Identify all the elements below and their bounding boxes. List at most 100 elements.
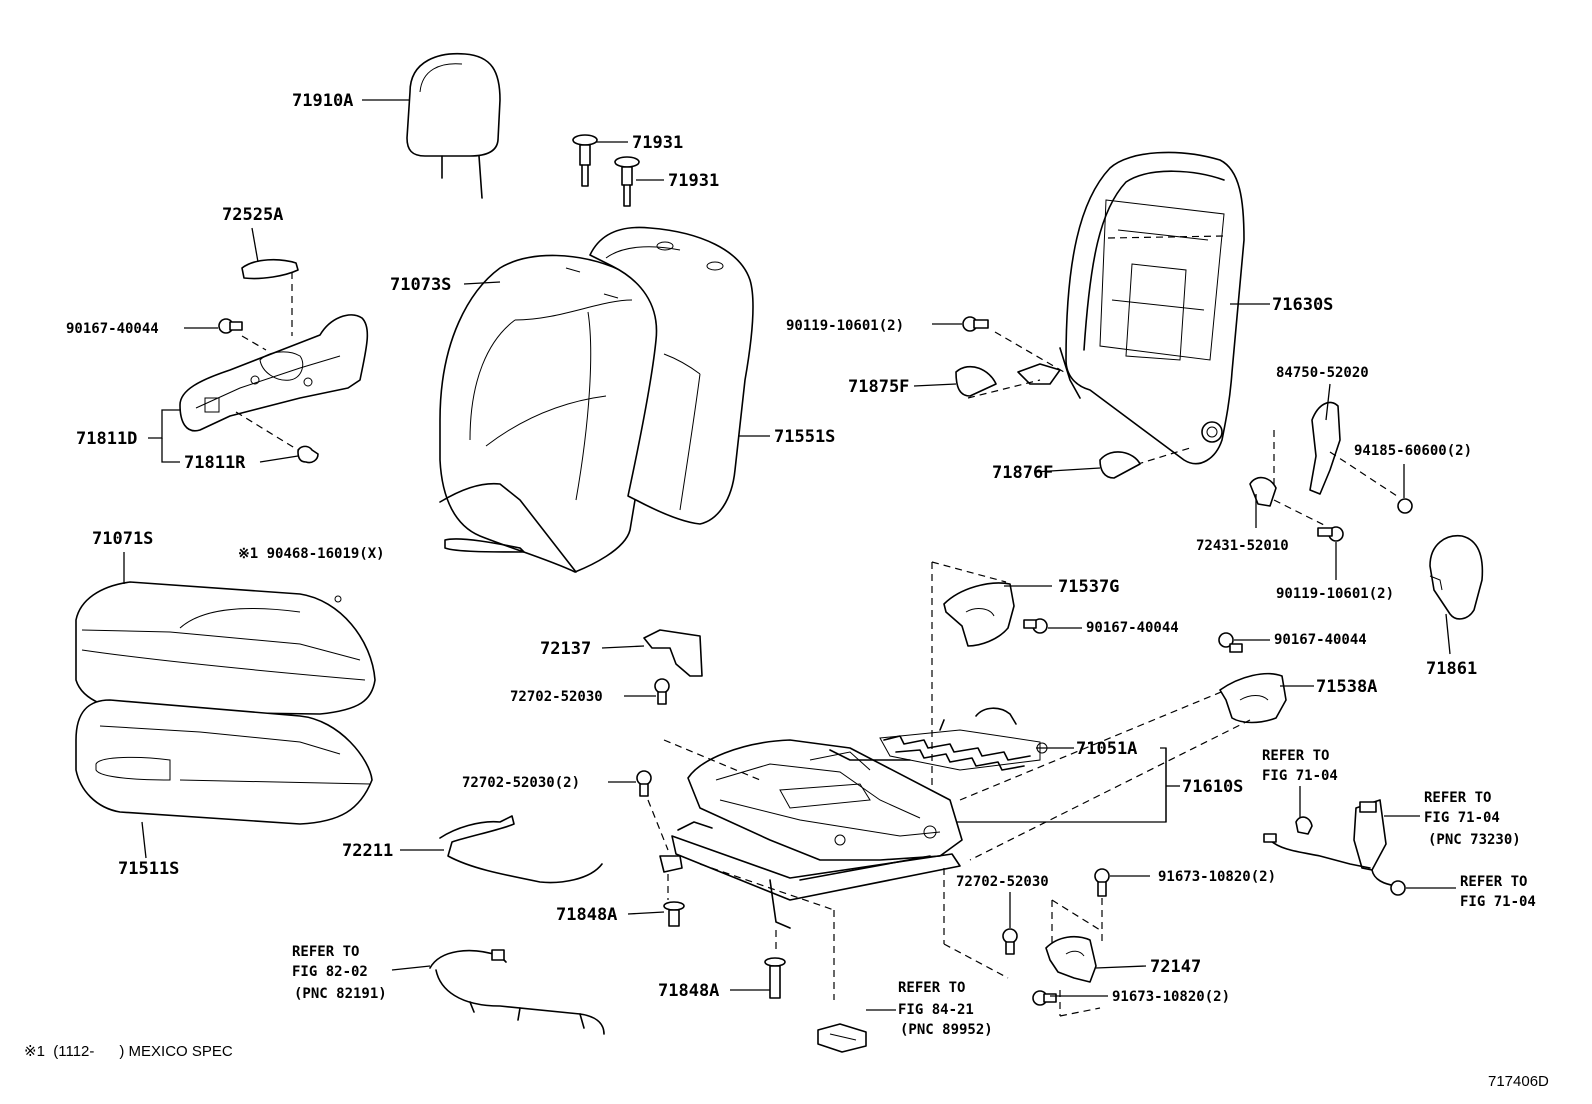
label-84750-52020: 84750-52020 (1276, 365, 1369, 381)
label-71511S: 71511S (118, 859, 179, 879)
dashed-guide (1051, 899, 1101, 931)
label-71537G: 71537G (1058, 577, 1119, 597)
bracket-72147 (1045, 935, 1097, 983)
label-72702-52030-c: 72702-52030 (956, 874, 1049, 890)
connector-89952 (817, 1023, 867, 1053)
ref-fig-71-04-b-line2: FIG 71-04 (1424, 810, 1500, 826)
label-72431-52010: 72431-52010 (1196, 538, 1289, 554)
label-71538A: 71538A (1316, 677, 1377, 697)
label-90167-40044-c: 90167-40044 (1274, 632, 1367, 648)
clip-fig-71-04-a (1295, 816, 1313, 835)
label-72702-52030-b: 72702-52030(2) (462, 775, 580, 791)
headrest-support-71931 (572, 134, 640, 207)
headrest-71910A (406, 52, 501, 199)
seat-cushion-cover-71071S (75, 581, 376, 715)
ref-fig-71-04-c-line1: REFER TO (1460, 874, 1527, 890)
ref-fig-82-02-line3: (PNC 82191) (294, 986, 387, 1002)
label-90119-10601-b: 90119-10601(2) (1276, 586, 1394, 602)
wire-72211 (439, 815, 603, 884)
label-71073S: 71073S (390, 275, 451, 295)
label-71848A-b: 71848A (658, 981, 719, 1001)
bolt-71848A-a (663, 901, 685, 927)
dashed-guide (969, 719, 1251, 861)
label-71071S: 71071S (92, 529, 153, 549)
label-90119-10601-a: 90119-10601(2) (786, 318, 904, 334)
seat-side-cover-71811D (179, 314, 369, 451)
label-91673-10820-a: 91673-10820(2) (1158, 869, 1276, 885)
label-71848A-a: 71848A (556, 905, 617, 925)
cover-71537G (943, 582, 1015, 647)
label-90167-40044-a: 90167-40044 (66, 321, 159, 337)
ref-fig-71-04-a-line2: FIG 71-04 (1262, 768, 1338, 784)
label-71861: 71861 (1426, 659, 1477, 679)
part-labels: 71910A 71931 71931 72525A 90167-40044 71… (66, 91, 1477, 1005)
bolt-90119-10601-b (1317, 526, 1344, 542)
bolt-71848A-b (764, 957, 786, 999)
seatback-pad-71551S (589, 226, 754, 525)
footnote-mexico-spec: ※1 (1112- ) MEXICO SPEC (24, 1043, 233, 1060)
seatbelt-buckle-73230 (1263, 799, 1397, 887)
seatback-frame-71630S (967, 151, 1245, 469)
seat-spring-71051A (879, 707, 1048, 771)
cover-71875F (955, 366, 997, 397)
ref-fig-84-21-line1: REFER TO (898, 980, 965, 996)
bracket-84750-52020 (1309, 401, 1401, 499)
label-71875F: 71875F (848, 377, 909, 397)
bolt-90167-40044-b (1023, 618, 1048, 634)
label-91673-10820-b: 91673-10820(2) (1112, 989, 1230, 1005)
dashed-guide (1059, 1007, 1101, 1017)
ref-fig-82-02-line2: FIG 82-02 (292, 964, 368, 980)
leader-lines (123, 99, 1456, 1011)
label-71610S: 71610S (1182, 777, 1243, 797)
label-71931-a: 71931 (632, 133, 683, 153)
label-90167-40044-b: 90167-40044 (1086, 620, 1179, 636)
reference-notes: REFER TO FIG 71-04 REFER TO FIG 71-04 (P… (292, 748, 1536, 1038)
bolt-72702-52030-a (654, 678, 670, 705)
label-71811D: 71811D (76, 429, 137, 449)
bolt-90167-40044-a (218, 318, 243, 334)
label-71910A: 71910A (292, 91, 353, 111)
clip-71811R (297, 445, 319, 464)
ref-fig-84-21-line3: (PNC 89952) (900, 1022, 993, 1038)
clip-fig-71-04-b (1390, 880, 1406, 896)
nut-94185-60600 (1397, 498, 1413, 514)
label-72147: 72147 (1150, 957, 1201, 977)
ref-fig-71-04-b-line3: (PNC 73230) (1428, 832, 1521, 848)
label-71051A: 71051A (1076, 739, 1137, 759)
ref-fig-84-21-line2: FIG 84-21 (898, 1002, 974, 1018)
bracket-72137 (643, 629, 703, 677)
bolt-72702-52030-b (636, 770, 652, 797)
cover-71876F (1099, 451, 1141, 479)
ref-fig-71-04-a-line1: REFER TO (1262, 748, 1329, 764)
bolt-91673-10820-a (1094, 868, 1110, 897)
label-72211: 72211 (342, 841, 393, 861)
bolt-90167-40044-c (1218, 632, 1243, 653)
clip-90468-16019 (334, 595, 342, 603)
label-71931-b: 71931 (668, 171, 719, 191)
label-72702-52030-a: 72702-52030 (510, 689, 603, 705)
ref-fig-71-04-b-line1: REFER TO (1424, 790, 1491, 806)
knob-71861 (1429, 535, 1484, 620)
label-71630S: 71630S (1272, 295, 1333, 315)
label-72525A: 72525A (222, 205, 283, 225)
wire-harness-82191 (429, 949, 605, 1035)
bolt-90119-10601-a (962, 316, 989, 332)
label-71551S: 71551S (774, 427, 835, 447)
label-71876F: 71876F (992, 463, 1053, 483)
figure-code: 717406D (1488, 1073, 1549, 1090)
bolt-72702-52030-c (1002, 928, 1018, 955)
seat-cushion-pad-71511S (75, 699, 373, 825)
ref-fig-82-02-line1: REFER TO (292, 944, 359, 960)
label-71811R: 71811R (184, 453, 246, 473)
label-90468-16019: ※1 90468-16019(X) (238, 546, 385, 562)
seat-track-frame-71610S (647, 739, 1009, 1000)
seatback-cover-71073S (439, 254, 658, 573)
ref-fig-71-04-c-line2: FIG 71-04 (1460, 894, 1536, 910)
clip-72525A (241, 258, 299, 336)
dashed-guide (931, 561, 1007, 583)
label-72137: 72137 (540, 639, 591, 659)
cover-71538A (1219, 672, 1287, 724)
bolt-91673-10820-b (1032, 990, 1057, 1006)
